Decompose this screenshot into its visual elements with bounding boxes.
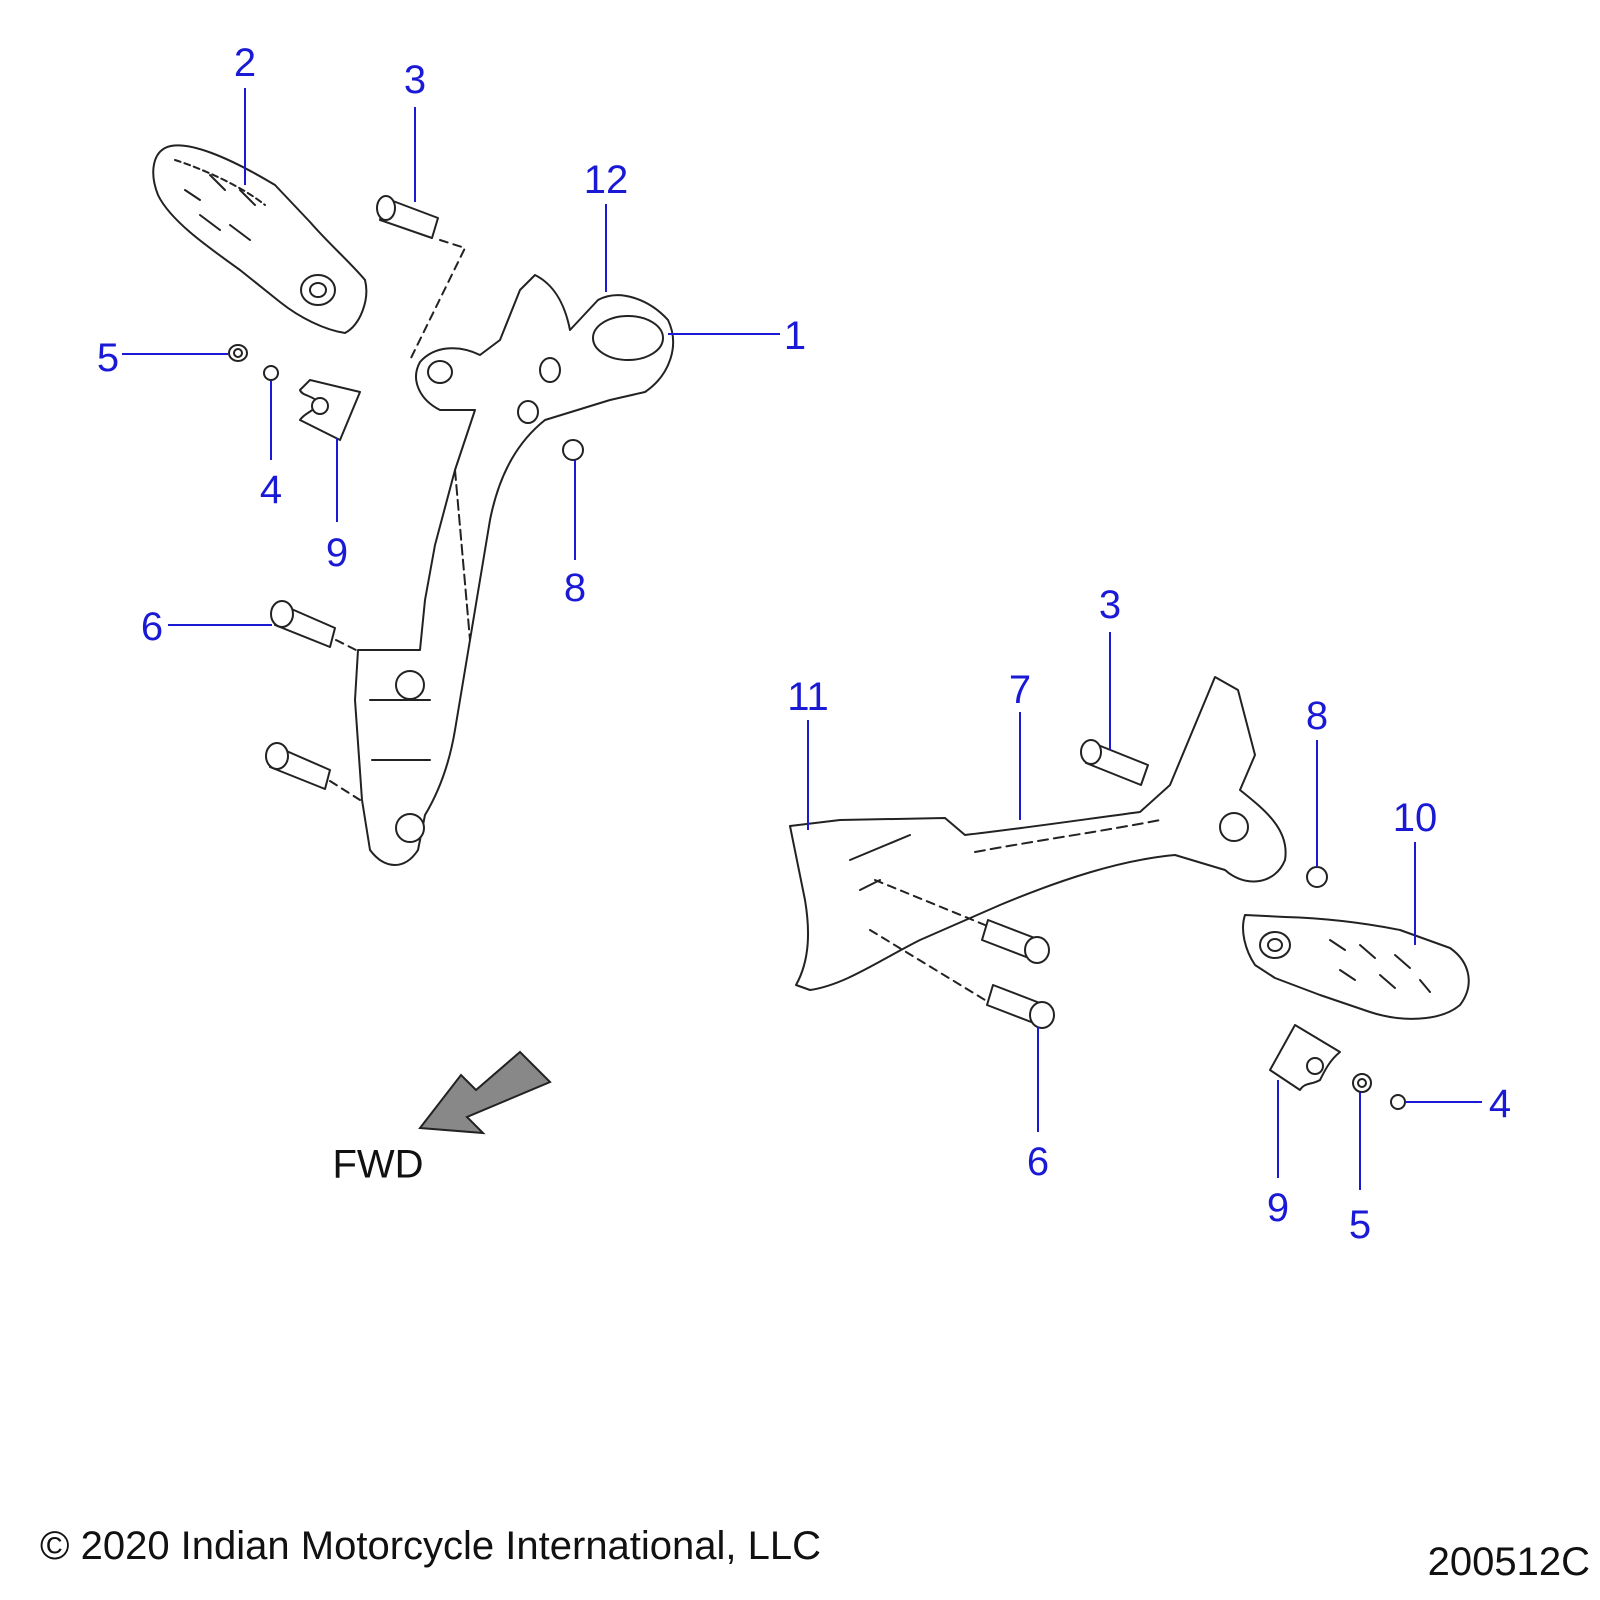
callout-9-left[interactable]: 9 [325, 531, 349, 575]
ball-right[interactable] [1390, 1094, 1406, 1110]
copyright-notice: © 2020 Indian Motorcycle International, … [40, 1524, 822, 1568]
oring-left[interactable] [562, 439, 584, 461]
forward-direction-label: FWD [332, 1142, 424, 1187]
callout-7[interactable]: 7 [1008, 668, 1032, 712]
callout-3-left[interactable]: 3 [403, 58, 427, 102]
plate-right[interactable] [1269, 1024, 1341, 1091]
callout-9-right[interactable]: 9 [1266, 1186, 1290, 1230]
bolt-left-lower[interactable] [265, 742, 331, 790]
callout-11[interactable]: 11 [787, 675, 829, 719]
footpeg-right[interactable] [1242, 914, 1470, 1020]
leader-lines [122, 88, 1482, 1190]
callout-3-right[interactable]: 3 [1098, 583, 1122, 627]
callout-6-left[interactable]: 6 [140, 605, 164, 649]
oring-right[interactable] [1306, 866, 1328, 888]
callout-5-left[interactable]: 5 [96, 336, 120, 380]
callout-5-right[interactable]: 5 [1348, 1203, 1372, 1247]
callout-6-right[interactable]: 6 [1026, 1140, 1050, 1184]
callout-12[interactable]: 12 [583, 158, 629, 202]
callout-8-right[interactable]: 8 [1305, 694, 1329, 738]
callout-1[interactable]: 1 [783, 314, 807, 358]
document-number: 200512C [1427, 1540, 1590, 1584]
bolt-left-upper[interactable] [270, 600, 336, 648]
callout-2[interactable]: 2 [233, 41, 257, 85]
nut-right[interactable] [1352, 1073, 1372, 1093]
footpeg-bracket-left[interactable] [354, 274, 675, 866]
guide-lines-bolts-left [329, 639, 361, 801]
callout-4-right[interactable]: 4 [1488, 1082, 1512, 1126]
pin-left[interactable] [376, 195, 439, 239]
forward-arrow-icon [418, 1050, 552, 1135]
footpeg-left[interactable] [152, 144, 368, 334]
guide-lines-bolts-right [869, 879, 986, 1001]
callout-10[interactable]: 10 [1392, 796, 1438, 840]
bolt-right-upper[interactable] [981, 919, 1050, 964]
bolt-right-lower[interactable] [986, 984, 1055, 1029]
nut-left[interactable] [228, 344, 248, 362]
guide-line-pin-left [409, 239, 466, 361]
callout-8-left[interactable]: 8 [563, 566, 587, 610]
pin-right[interactable] [1080, 739, 1149, 786]
callout-4-left[interactable]: 4 [259, 468, 283, 512]
plate-left[interactable] [299, 379, 361, 441]
footpeg-bracket-right[interactable] [789, 676, 1287, 991]
ball-left[interactable] [263, 365, 279, 381]
